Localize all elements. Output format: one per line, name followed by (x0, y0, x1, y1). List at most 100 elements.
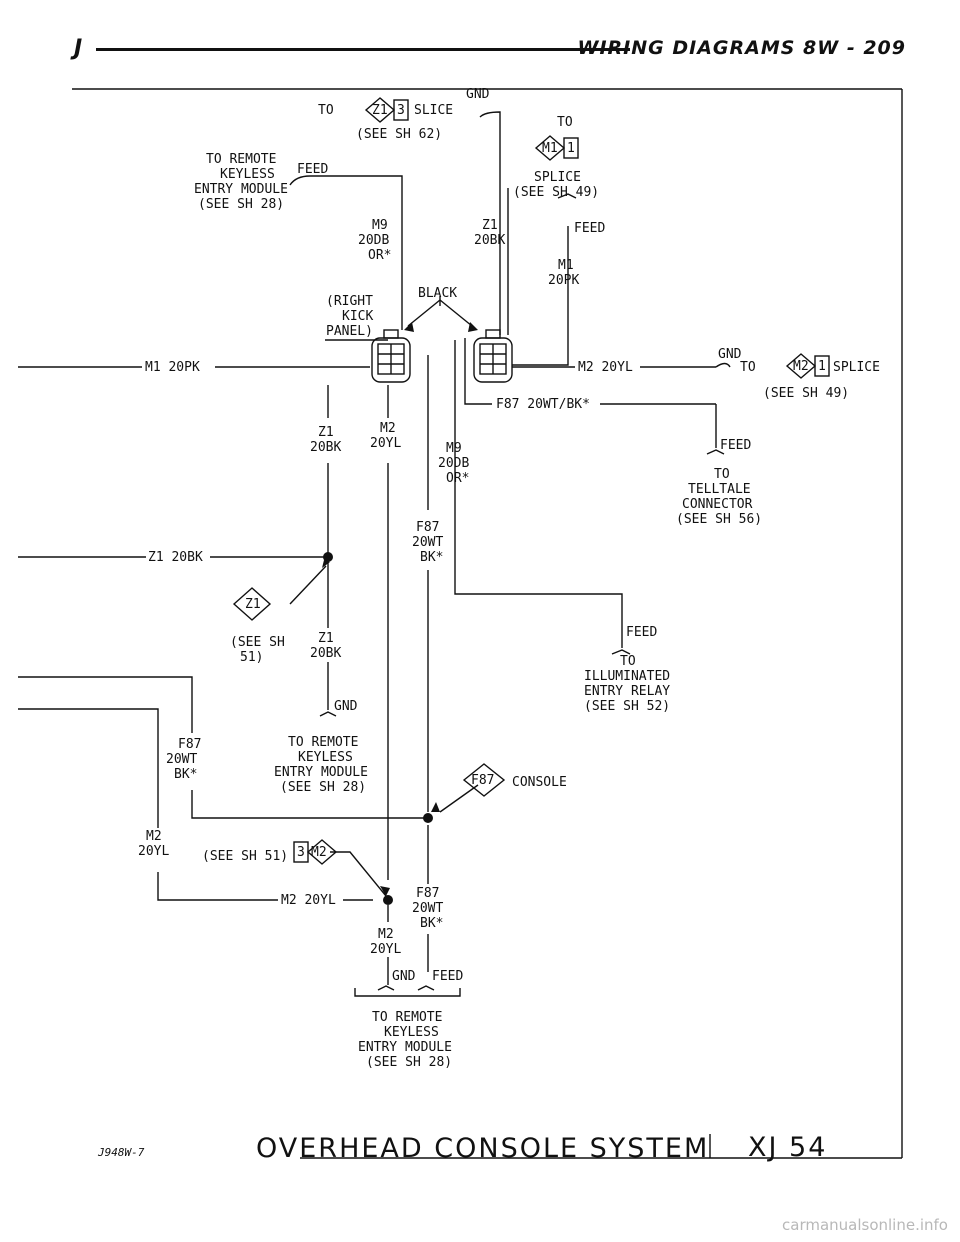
wires (18, 88, 903, 1159)
label-gnd-top: GND (466, 87, 490, 102)
header-title: WIRING DIAGRAMS 8W - 209 (577, 37, 906, 59)
f87c-line-3: BK* (174, 767, 197, 782)
label-feed-top: FEED (297, 162, 328, 177)
remote-line-3: ENTRY MODULE (194, 182, 288, 197)
f87b-line-3: BK* (420, 550, 443, 565)
label-to-right: TO (557, 115, 573, 130)
m2b-line-1: M2 (380, 421, 396, 436)
f87c-line-1: F87 (178, 737, 201, 752)
rem3-line-3: ENTRY MODULE (358, 1040, 452, 1055)
rem3-line-4: (SEE SH 28) (366, 1055, 452, 1070)
label-feed-tell: FEED (720, 438, 751, 453)
tag-z1: Z1 (372, 103, 388, 118)
label-feed-bot: FEED (432, 969, 463, 984)
splice-line-1: SPLICE (534, 170, 581, 185)
tag-m2-pin3: 3 (297, 845, 305, 860)
see51-line-2: 51) (240, 650, 263, 665)
rem2-line-2: KEYLESS (298, 750, 353, 765)
f87d-line-3: BK* (420, 916, 443, 931)
tag-m2-3: M2 (311, 845, 327, 860)
tag-z1-pin: 3 (397, 103, 405, 118)
illum-line-3: ENTRY RELAY (584, 684, 670, 699)
footer-code: J948W-7 (97, 1146, 145, 1159)
ground-symbols (319, 193, 725, 991)
label-gnd-mid: GND (334, 699, 358, 714)
m1-line-1: M1 (558, 258, 574, 273)
label-feed-m1: FEED (574, 221, 605, 236)
tag-m1-pin: 1 (567, 141, 575, 156)
f87d-line-2: 20WT (412, 901, 443, 916)
f87c-line-2: 20WT (166, 752, 197, 767)
tag-m2: M2 (793, 359, 809, 374)
label-see-sh49: (SEE SH 49) (763, 386, 849, 401)
watermark: carmanualsonline.info (782, 1216, 948, 1234)
m2c-line-1: M2 (146, 829, 162, 844)
header-rule (96, 48, 630, 51)
m2d-line-1: M2 (378, 927, 394, 942)
page-header: J WIRING DIAGRAMS 8W - 209 (70, 34, 908, 62)
footer-title: OVERHEAD CONSOLE SYSTEM (256, 1133, 709, 1164)
z1-line-1: Z1 (482, 218, 498, 233)
f87d-line-1: F87 (416, 886, 439, 901)
kick-line-3: PANEL) (326, 324, 373, 339)
m1-line-2: 20PK (548, 273, 579, 288)
label-see-sh62: (SEE SH 62) (356, 127, 442, 142)
f87b-line-1: F87 (416, 520, 439, 535)
m9-line-2: 20DB (358, 233, 389, 248)
tag-m1: M1 (542, 141, 558, 156)
splice-tags (232, 97, 830, 865)
label-m2-20yl-b: M2 20YL (281, 893, 336, 908)
label-z1-20bk: Z1 20BK (148, 550, 203, 565)
arrowheads (322, 322, 478, 896)
header-letter: J (74, 36, 83, 61)
footer-page: XJ 54 (748, 1132, 827, 1163)
m2d-line-2: 20YL (370, 942, 401, 957)
rem2-line-4: (SEE SH 28) (280, 780, 366, 795)
label-splice-m2: SPLICE (833, 360, 880, 375)
m9b-line-2: 20DB (438, 456, 469, 471)
z1b-line-1: Z1 (318, 425, 334, 440)
m2c-line-2: 20YL (138, 844, 169, 859)
label-to-m2: TO (740, 360, 756, 375)
kick-line-1: (RIGHT (326, 294, 373, 309)
label-gnd-bot: GND (392, 969, 416, 984)
connector-left (371, 329, 411, 383)
label-black: BLACK (418, 286, 457, 301)
tag-z1-diamond: Z1 (245, 597, 261, 612)
label-m1-20pk: M1 20PK (145, 360, 200, 375)
m9b-line-1: M9 (446, 441, 462, 456)
splice-line-2: (SEE SH 49) (513, 185, 599, 200)
see51-line-1: (SEE SH (230, 635, 285, 650)
remote-line-4: (SEE SH 28) (198, 197, 284, 212)
m9-line-1: M9 (372, 218, 388, 233)
label-slice: SLICE (414, 103, 453, 118)
label-feed-illum: FEED (626, 625, 657, 640)
label-f87-line: F87 20WT/BK* (496, 397, 590, 412)
label-m2-20yl: M2 20YL (578, 360, 633, 375)
rem3-line-1: TO REMOTE (372, 1010, 442, 1025)
connector-right (473, 329, 513, 383)
m9-line-3: OR* (368, 248, 391, 263)
m2b-line-2: 20YL (370, 436, 401, 451)
label-to-top: TO (318, 103, 334, 118)
remote-line-2: KEYLESS (220, 167, 275, 182)
m9b-line-3: OR* (446, 471, 469, 486)
z1c-line-1: Z1 (318, 631, 334, 646)
label-console: CONSOLE (512, 775, 567, 790)
z1c-line-2: 20BK (310, 646, 341, 661)
kick-line-2: KICK (342, 309, 373, 324)
remote-line-1: TO REMOTE (206, 152, 276, 167)
splice-dots (323, 552, 433, 905)
kick-arrows (407, 296, 473, 327)
illum-line-4: (SEE SH 52) (584, 699, 670, 714)
f87b-line-2: 20WT (412, 535, 443, 550)
label-see-sh51: (SEE SH 51) (202, 849, 288, 864)
illum-line-1: TO (620, 654, 636, 669)
tell-line-1: TO (714, 467, 730, 482)
rem3-line-2: KEYLESS (384, 1025, 439, 1040)
tell-line-3: CONNECTOR (682, 497, 753, 512)
tell-line-4: (SEE SH 56) (676, 512, 762, 527)
tag-f87-diamond: F87 (471, 773, 494, 788)
illum-line-2: ILLUMINATED (584, 669, 670, 684)
